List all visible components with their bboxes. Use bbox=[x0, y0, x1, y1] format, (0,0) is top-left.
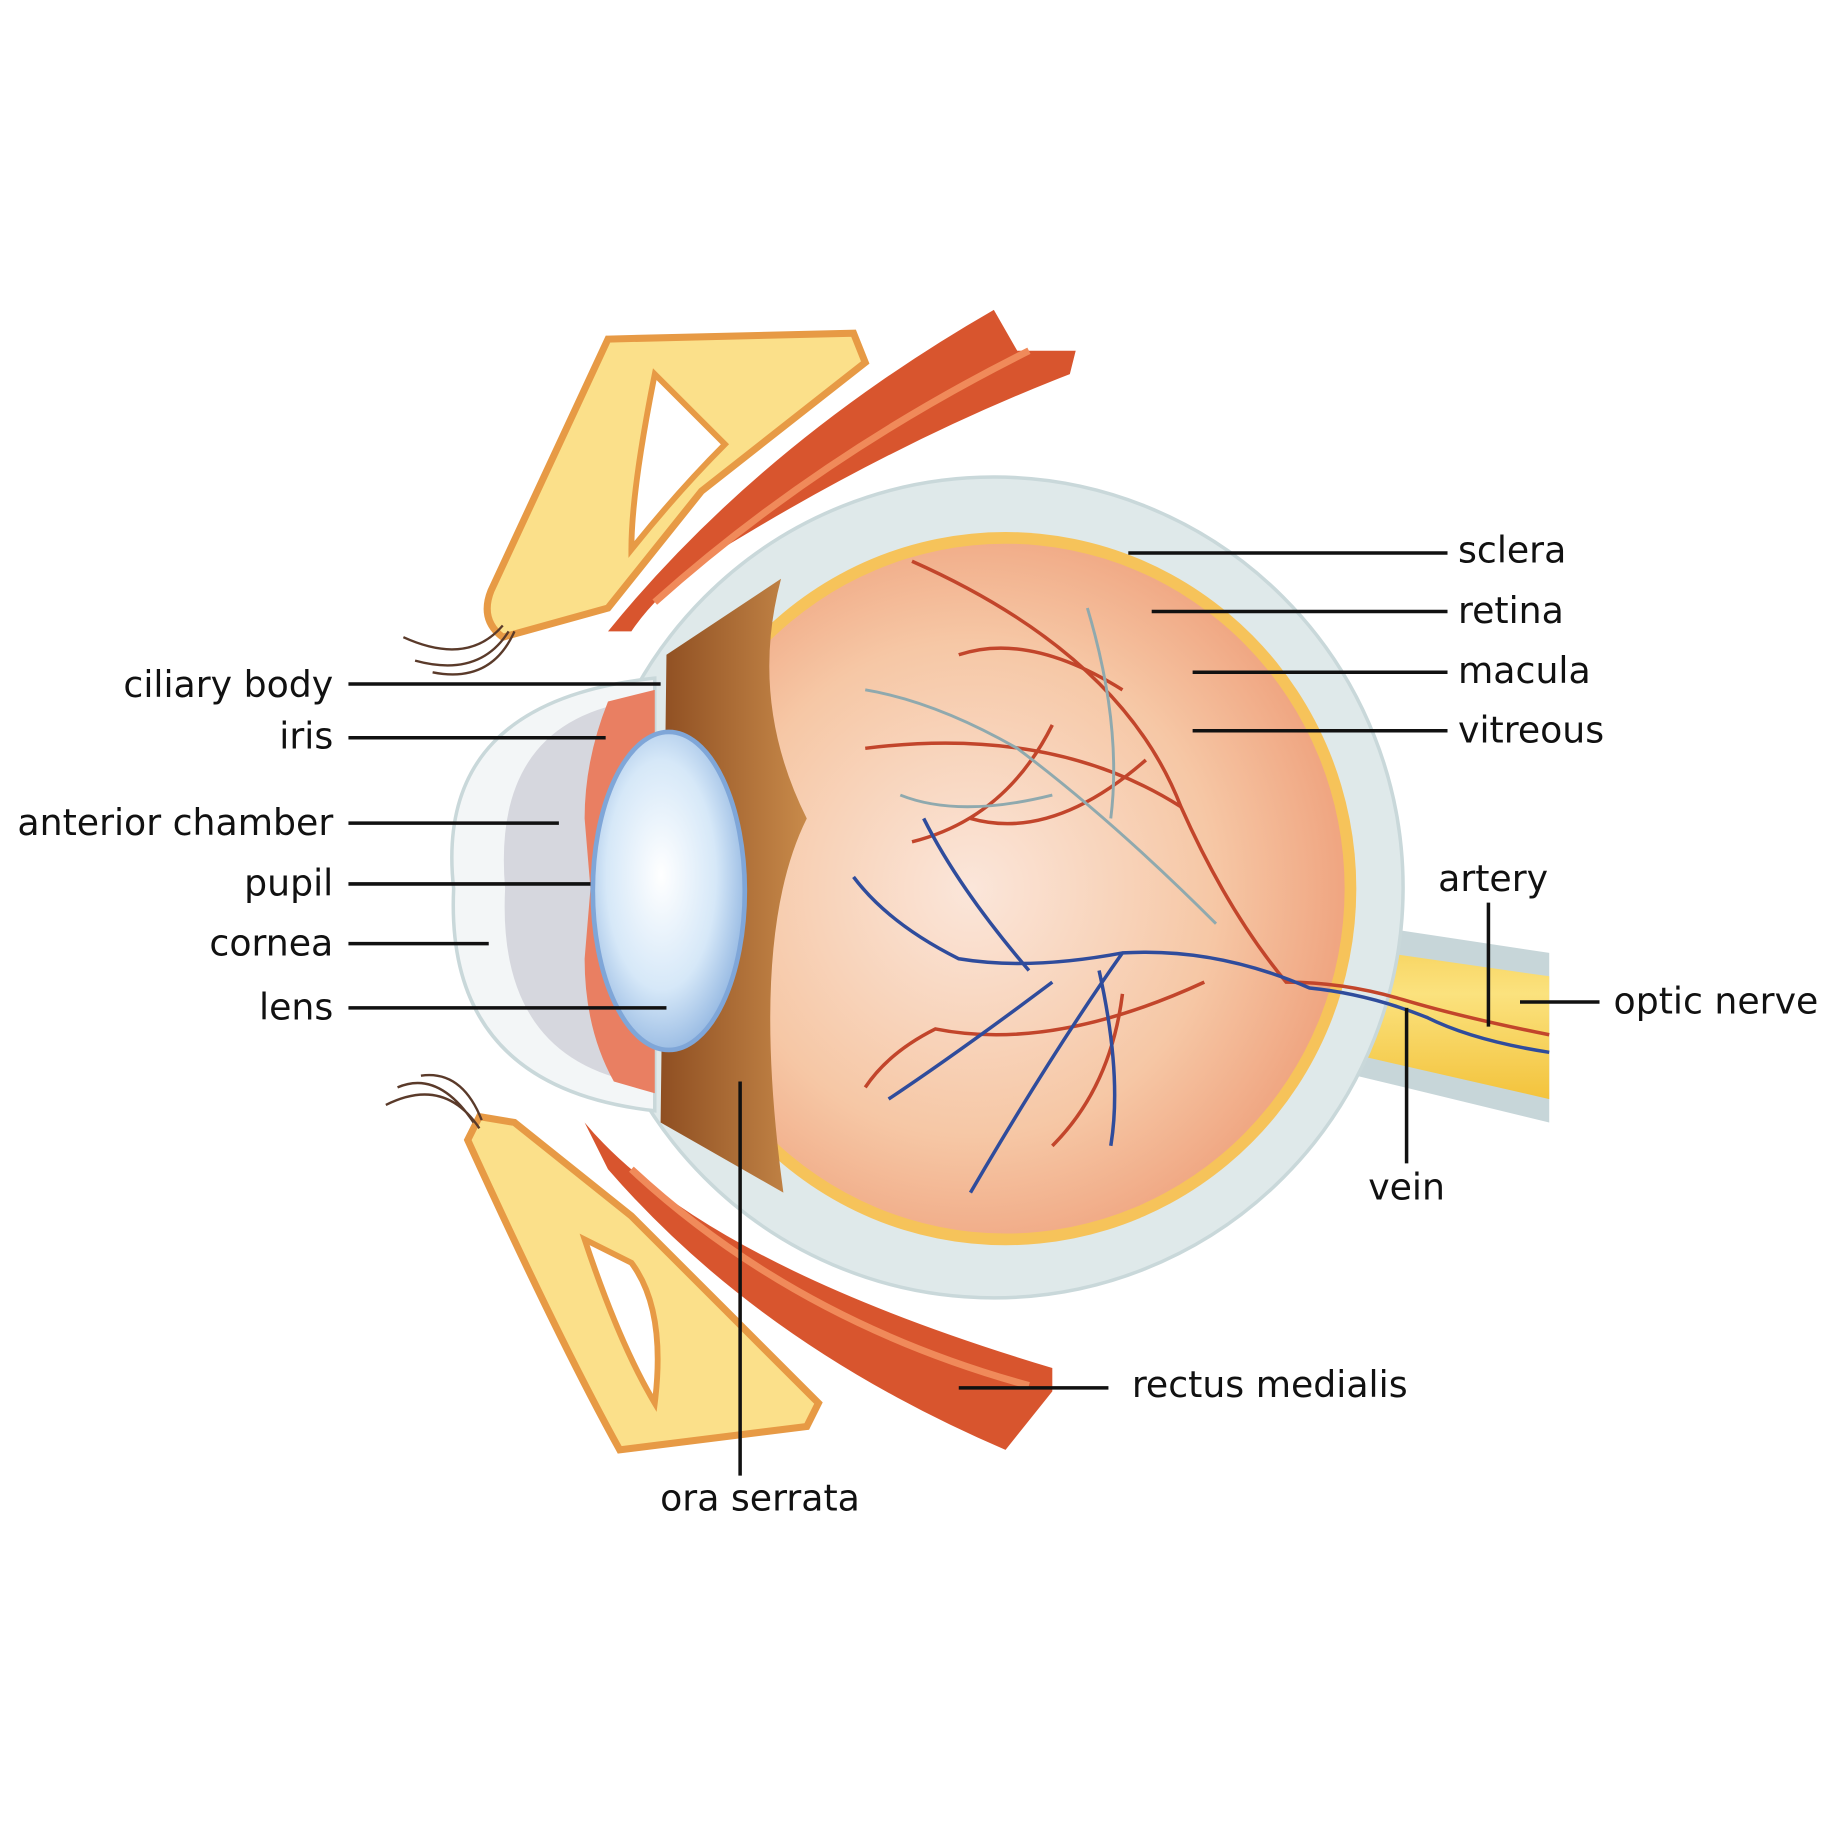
lower-muscle bbox=[584, 1122, 1053, 1450]
label-vitreous: vitreous bbox=[1458, 708, 1604, 751]
label-pupil: pupil bbox=[244, 862, 333, 905]
retinal-veins bbox=[852, 817, 1550, 1194]
lens bbox=[590, 729, 748, 1053]
eyelashes-upper-icon bbox=[402, 624, 516, 676]
eyelashes-lower-icon bbox=[385, 1073, 483, 1129]
vitreous bbox=[666, 543, 1345, 1234]
label-leader-lines bbox=[348, 551, 1600, 1476]
upper-eyelid-bone bbox=[483, 329, 870, 642]
lower-eyelid-bone bbox=[463, 1112, 823, 1454]
label-ora-serrata: ora serrata bbox=[660, 1477, 860, 1520]
label-ciliary-body: ciliary body bbox=[123, 663, 333, 706]
label-vein: vein bbox=[1368, 1166, 1445, 1209]
label-anterior-chamber: anterior chamber bbox=[17, 801, 333, 844]
upper-muscle bbox=[608, 309, 1076, 632]
label-lens: lens bbox=[259, 986, 333, 1029]
retinal-veins-grey bbox=[864, 607, 1218, 925]
label-macula: macula bbox=[1458, 649, 1591, 692]
label-cornea: cornea bbox=[209, 921, 333, 964]
label-retina: retina bbox=[1458, 589, 1564, 632]
label-iris: iris bbox=[279, 714, 333, 757]
label-rectus-medialis: rectus medialis bbox=[1132, 1363, 1408, 1406]
label-optic-nerve: optic nerve bbox=[1614, 980, 1819, 1023]
label-sclera: sclera bbox=[1458, 528, 1566, 571]
label-artery: artery bbox=[1438, 857, 1548, 900]
